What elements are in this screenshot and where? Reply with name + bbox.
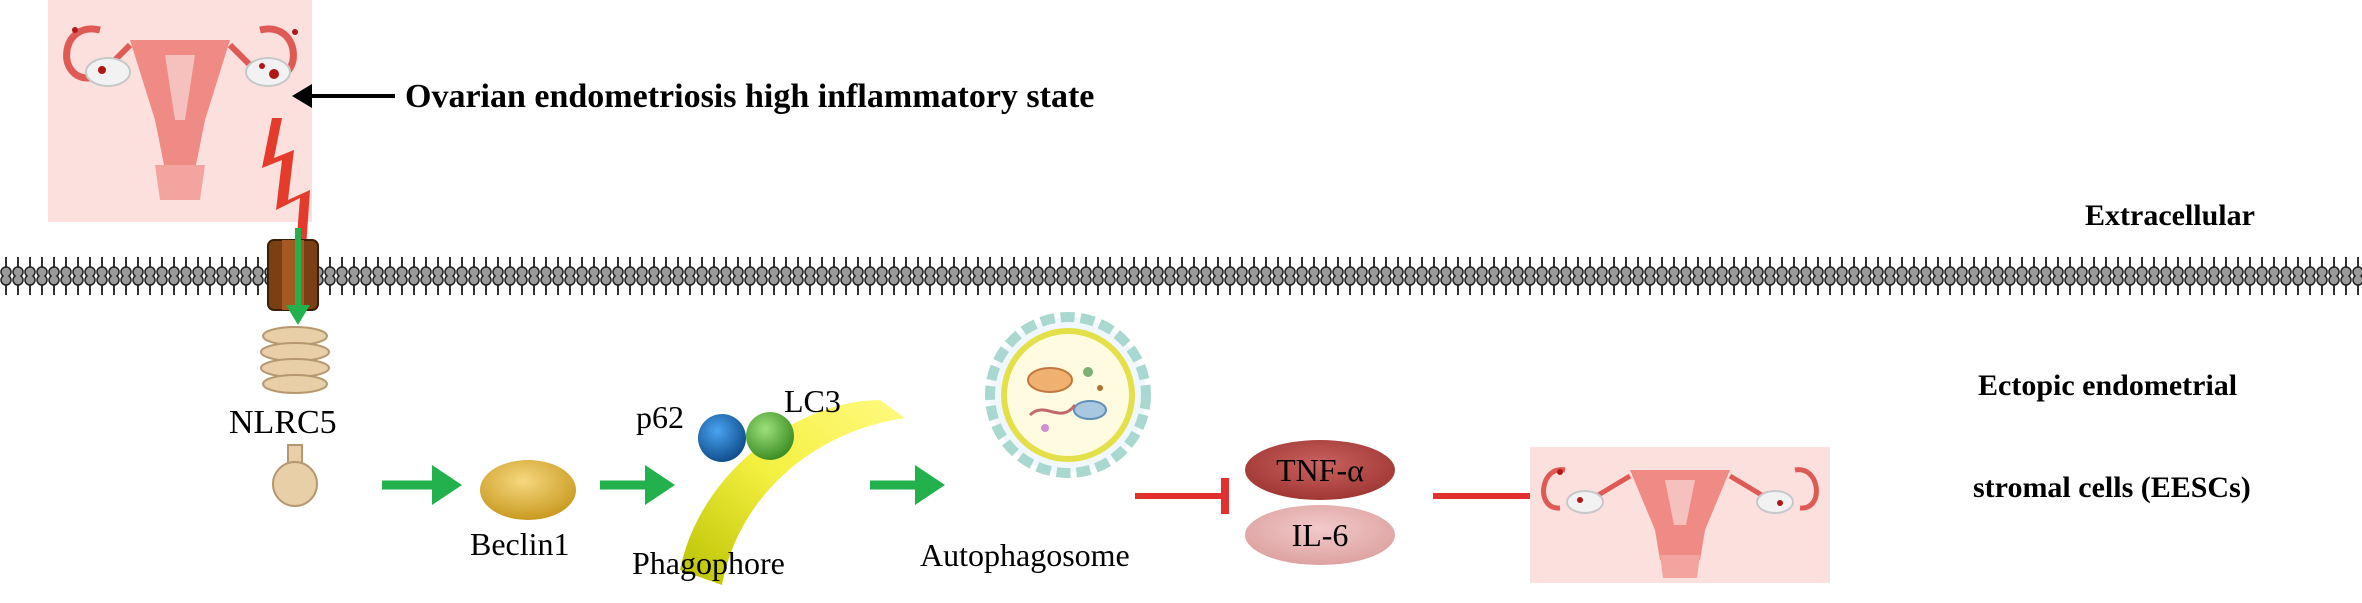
beclin1-icon [480, 460, 576, 520]
beclin1-label: Beclin1 [470, 526, 570, 562]
uterus-normal-icon [1530, 447, 1830, 583]
il6-oval [1245, 505, 1395, 565]
uterus-inflamed-icon [48, 0, 312, 222]
activation-arrow-3 [870, 465, 945, 505]
signal-bolt-icon [262, 118, 310, 248]
tnf-alpha-oval [1245, 440, 1395, 500]
cell-membrane [0, 252, 2362, 298]
phagophore-complex [680, 400, 905, 585]
activation-arrow-2 [600, 465, 675, 505]
nlrc5-label: NLRC5 [229, 404, 337, 441]
autophagosome-icon [985, 312, 1151, 478]
nlrc5-receptor-icon [267, 228, 319, 325]
extracellular-label: Extracellular [2085, 199, 2255, 232]
title-pointer-arrow [292, 84, 395, 108]
inhibition-arrow-2 [1433, 478, 1539, 514]
inhibition-arrow-1 [1135, 478, 1229, 514]
lc3-ball-icon [746, 412, 794, 460]
activation-arrow-1 [382, 465, 462, 505]
main-title: Ovarian endometriosis high inflammatory … [405, 78, 1094, 115]
cell-label-line1: Ectopic endometrial [1978, 369, 2237, 402]
p62-label: p62 [636, 399, 684, 435]
lc3-label: LC3 [784, 383, 841, 419]
phagophore-label: Phagophore [632, 545, 785, 581]
autophagosome-label: Autophagosome [920, 537, 1130, 573]
tnf-alpha-label: TNF-α [1276, 452, 1364, 488]
p62-ball-icon [698, 414, 746, 462]
cell-label-line2: stromal cells (EESCs) [1973, 471, 2251, 504]
nlrc5-protein-icon [260, 326, 330, 507]
il6-label: IL-6 [1292, 517, 1349, 553]
